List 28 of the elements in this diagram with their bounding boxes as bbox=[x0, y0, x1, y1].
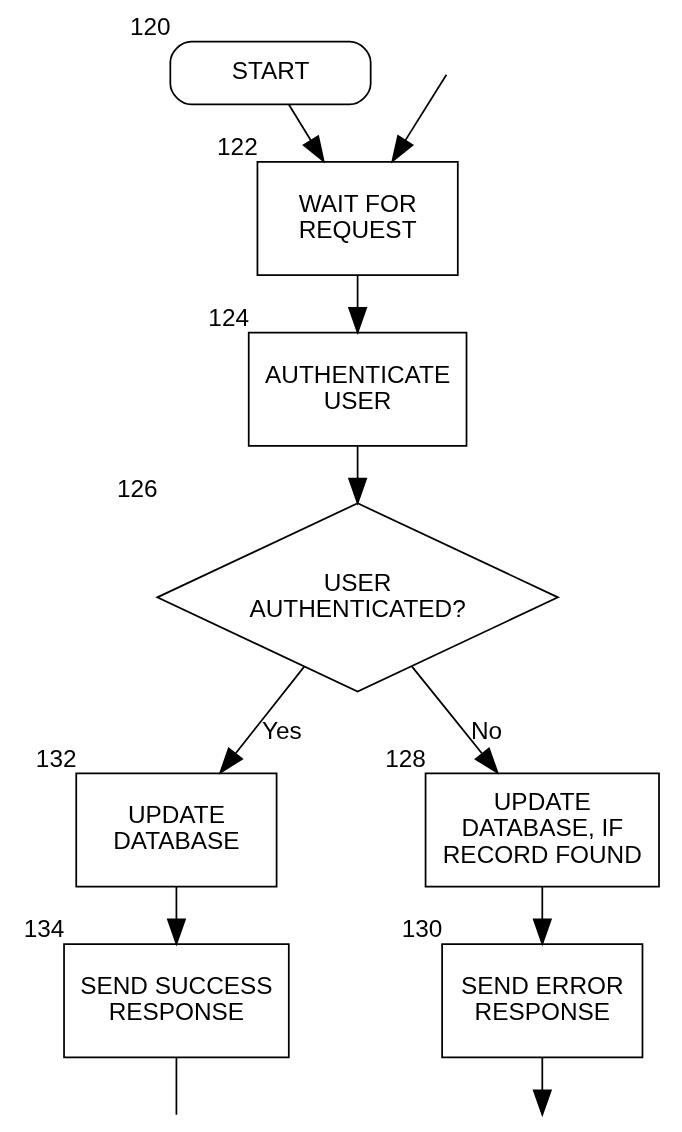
arrow bbox=[532, 1057, 552, 1118]
arrow bbox=[166, 886, 186, 947]
node-label: 132 bbox=[35, 744, 77, 772]
node-box: UPDATE DATABASE, IF RECORD FOUND bbox=[424, 772, 660, 888]
node-label: 130 bbox=[401, 915, 442, 943]
node-box: START bbox=[168, 40, 372, 106]
node-label: 122 bbox=[216, 133, 258, 161]
arrow bbox=[347, 445, 367, 506]
node-label: 134 bbox=[23, 915, 64, 943]
edge-label: Yes bbox=[261, 716, 302, 744]
node-label: 126 bbox=[116, 474, 158, 502]
node-diamond: USER AUTHENTICATED? bbox=[154, 502, 560, 693]
arrow bbox=[390, 73, 447, 164]
arrow bbox=[410, 665, 499, 775]
edge-label: No bbox=[470, 716, 502, 744]
arrow bbox=[347, 274, 367, 335]
node-box: UPDATE DATABASE bbox=[74, 772, 277, 888]
arrow bbox=[218, 665, 305, 775]
node-label: 124 bbox=[207, 303, 249, 331]
node-box: AUTHENTICATE USER bbox=[247, 331, 467, 447]
node-box: SEND ERROR RESPONSE bbox=[440, 943, 643, 1059]
node-box: WAIT FOR REQUEST bbox=[256, 160, 459, 276]
connector bbox=[175, 1057, 177, 1116]
arrow bbox=[532, 886, 552, 947]
node-label: 128 bbox=[384, 744, 426, 772]
node-box: SEND SUCCESS RESPONSE bbox=[62, 943, 290, 1059]
node-label: 120 bbox=[129, 12, 171, 40]
arrow bbox=[287, 103, 325, 164]
